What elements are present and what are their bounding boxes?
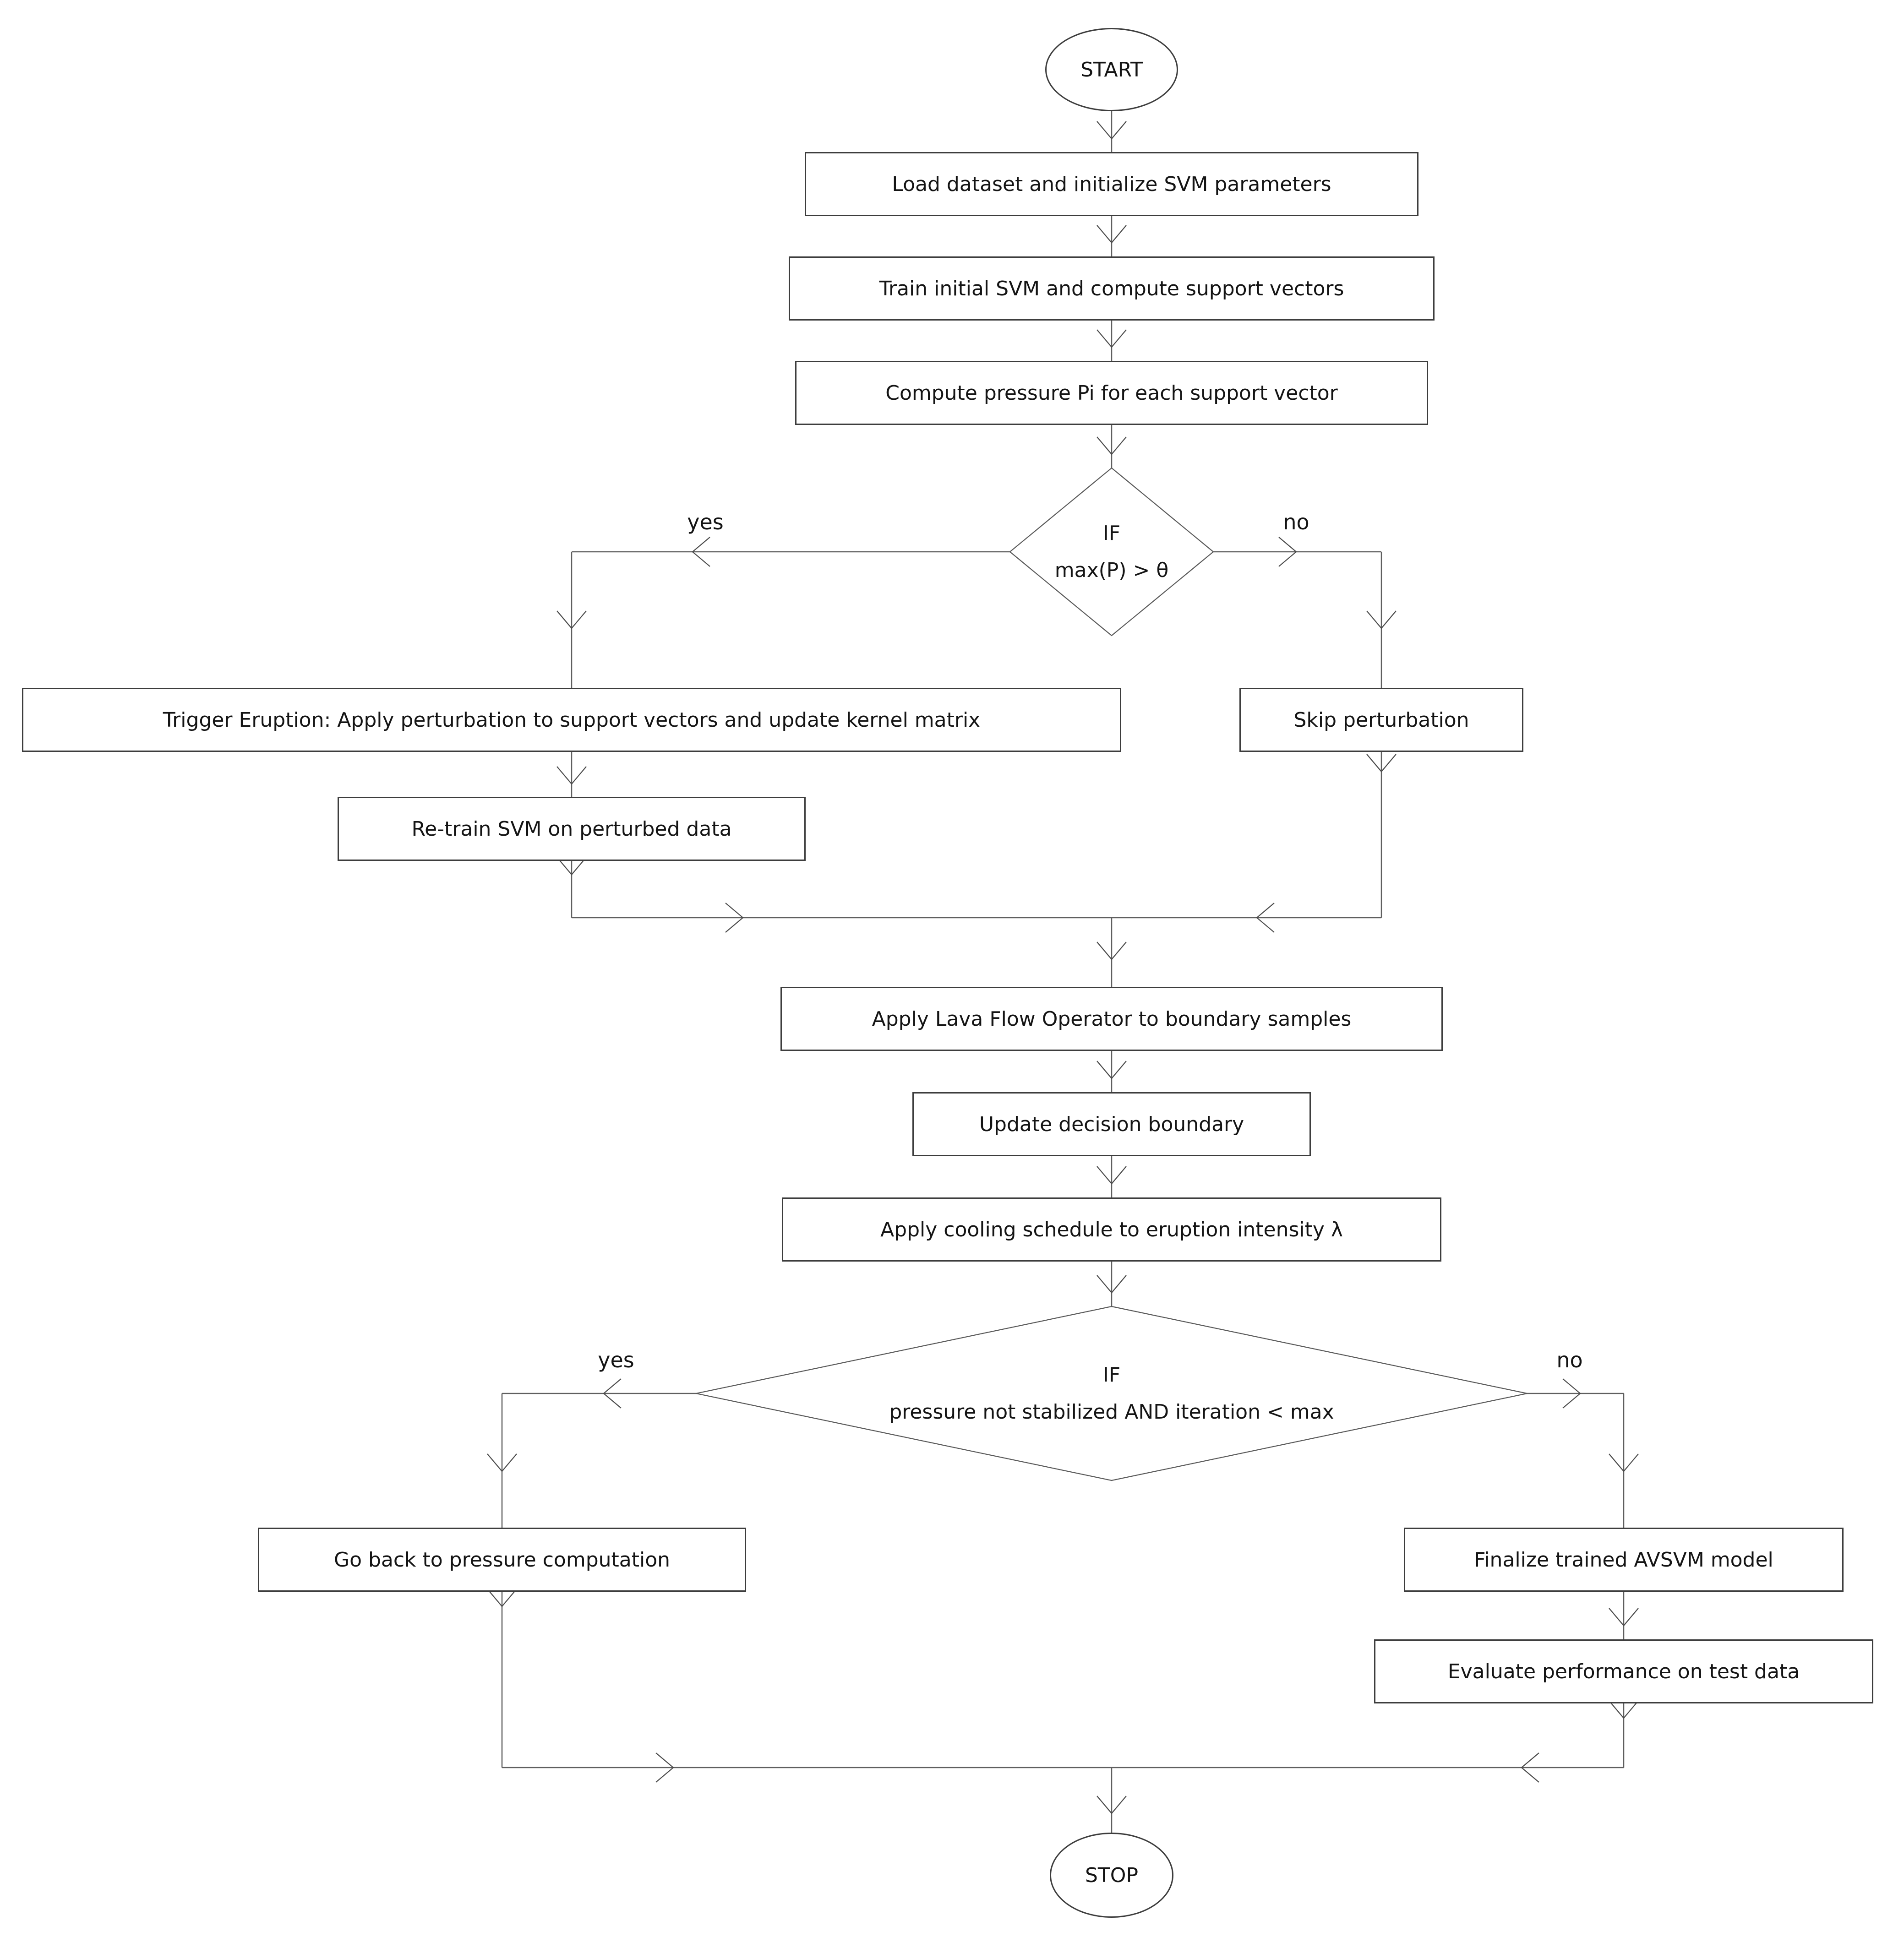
node-stop-label: STOP [1085,1863,1138,1887]
edge-train-pressure [1097,321,1127,361]
edge-goback-merge [487,1589,517,1768]
node-train-initial-svm-label: Train initial SVM and compute support ve… [879,277,1344,300]
edge-cooling-decision2 [1097,1262,1127,1306]
node-update-boundary: Update decision boundary [912,1092,1311,1156]
node-retrain-svm: Re-train SVM on perturbed data [338,797,806,861]
node-load-dataset-label: Load dataset and initialize SVM paramete… [892,172,1331,196]
node-trigger-eruption-label: Trigger Eruption: Apply perturbation to … [163,708,981,732]
edge-label-yes-2: yes [598,1348,634,1372]
edge-merge-stop [1097,1768,1127,1833]
decision2-line1: IF [1102,1363,1121,1387]
node-decision-max-pressure: IF max(P) > θ [1010,468,1213,636]
node-decision-stabilized: IF pressure not stabilized AND iteration… [696,1306,1527,1480]
edge-label-yes-1: yes [687,510,724,534]
decision1-diamond [1009,467,1214,637]
node-skip-perturbation-label: Skip perturbation [1293,708,1469,732]
edge-label-no-2: no [1556,1348,1583,1372]
node-compute-pressure: Compute pressure Pi for each support vec… [795,361,1428,425]
node-finalize-model: Finalize trained AVSVM model [1404,1528,1844,1592]
node-skip-perturbation: Skip perturbation [1239,688,1523,752]
edge-decision2-goback [487,1378,696,1528]
edge-skip-merge [1366,752,1397,918]
node-train-initial-svm: Train initial SVM and compute support ve… [789,256,1435,321]
edge-merge-lava [1097,918,1127,987]
node-load-dataset: Load dataset and initialize SVM paramete… [805,152,1418,216]
decision2-diamond [696,1306,1528,1481]
edge-decision1-skip [1213,537,1397,688]
decision1-line2: max(P) > θ [1054,559,1169,582]
edge-pressure-decision1 [1097,425,1127,468]
node-finalize-model-label: Finalize trained AVSVM model [1474,1548,1773,1572]
edge-evaluate-merge [1609,1700,1639,1768]
edge-load-train [1097,216,1127,256]
node-lava-flow-operator-label: Apply Lava Flow Operator to boundary sam… [872,1007,1352,1031]
edge-retrain-merge [556,857,587,918]
node-evaluate-performance-label: Evaluate performance on test data [1447,1660,1800,1683]
node-evaluate-performance: Evaluate performance on test data [1374,1639,1873,1703]
node-update-boundary-label: Update decision boundary [979,1112,1244,1136]
node-compute-pressure-label: Compute pressure Pi for each support vec… [885,381,1338,405]
edge-decision2-finalize [1527,1378,1639,1528]
edge-label-no-1: no [1283,510,1309,534]
edge-finalize-evaluate [1609,1592,1639,1639]
node-start: START [1045,28,1178,111]
node-retrain-svm-label: Re-train SVM on perturbed data [411,817,732,841]
edge-update-cooling [1097,1156,1127,1197]
merge-bar-1 [572,903,1381,933]
node-start-label: START [1080,58,1143,82]
node-stop: STOP [1050,1833,1173,1918]
edge-start-load [1097,111,1127,152]
node-go-back-label: Go back to pressure computation [333,1548,671,1572]
edge-lava-update [1097,1051,1127,1092]
decision1-line1: IF [1102,522,1121,545]
node-go-back: Go back to pressure computation [258,1528,746,1592]
decision2-line2: pressure not stabilized AND iteration < … [889,1400,1334,1424]
edge-decision1-trigger [556,537,1010,688]
edge-trigger-retrain [556,752,587,797]
node-lava-flow-operator: Apply Lava Flow Operator to boundary sam… [780,987,1443,1051]
node-cooling-schedule-label: Apply cooling schedule to eruption inten… [880,1218,1343,1241]
node-cooling-schedule: Apply cooling schedule to eruption inten… [782,1197,1441,1262]
merge-bar-2 [502,1752,1624,1783]
node-trigger-eruption: Trigger Eruption: Apply perturbation to … [22,688,1121,752]
